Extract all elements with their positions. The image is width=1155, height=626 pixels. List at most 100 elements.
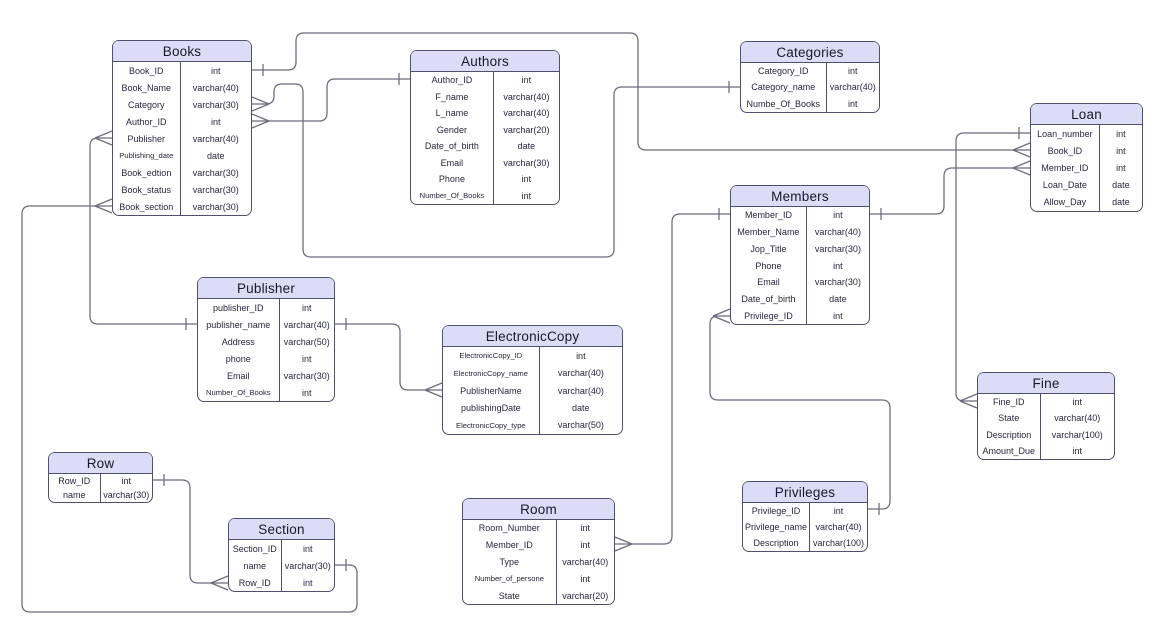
field-name: name — [229, 557, 282, 574]
connector-Books.Category-Categories.Category_name[interactable] — [251, 81, 740, 258]
field-name: Member_ID — [731, 207, 807, 224]
field-type: varchar(30) — [503, 157, 550, 168]
field-row: L_name varchar(40) — [411, 105, 559, 122]
field-name: L_name — [411, 105, 494, 122]
field-name: Author_ID — [113, 113, 181, 130]
field-name: Email — [731, 273, 807, 291]
field-name: Member_ID — [1031, 159, 1100, 177]
crow-foot-many-icon — [959, 393, 978, 409]
crow-foot-many-icon — [614, 536, 633, 552]
table-title-loan: Loan — [1031, 104, 1142, 125]
connector-Books.Book_ID-Loan.Book_ID[interactable] — [252, 32, 1031, 158]
field-name: Book_ID — [1031, 142, 1100, 160]
field-type: int — [1116, 128, 1126, 139]
connector-Books.Author_ID-Authors.Author_ID[interactable] — [251, 73, 410, 129]
field-type: varchar(30) — [192, 201, 239, 212]
connector-Publisher.publisher_name-ElectronicCopy.PublisherName[interactable] — [335, 318, 443, 398]
connector-line[interactable] — [335, 323, 442, 391]
field-name: Phone — [411, 171, 494, 188]
connector-Row.Row_ID-Section.Row_ID[interactable] — [153, 474, 229, 591]
field-type: int — [833, 310, 843, 321]
field-type: int — [580, 523, 591, 534]
field-type: date — [829, 293, 847, 304]
field-type: varchar(30) — [814, 243, 861, 254]
connector-line[interactable] — [870, 167, 1030, 215]
table-title-books: Books — [113, 41, 251, 62]
field-name: Address — [198, 333, 280, 350]
connector-Members.Member_ID-Loan.Member_ID[interactable] — [870, 160, 1031, 220]
connector-line[interactable] — [153, 479, 228, 584]
field-type: int — [1072, 397, 1083, 408]
field-type: varchar(40) — [557, 385, 604, 396]
connector-line[interactable] — [955, 132, 1030, 402]
field-type: varchar(40) — [283, 319, 330, 330]
table-title-electroniccopy: ElectronicCopy — [443, 326, 622, 347]
field-type: varchar(100) — [1051, 429, 1103, 440]
connector-line[interactable] — [615, 213, 730, 545]
connector-line[interactable] — [252, 83, 740, 258]
field-name: Allow_Day — [1031, 193, 1100, 212]
field-type: varchar(30) — [283, 370, 330, 381]
connector-Privileges.Privilege_ID-Members.Privilege_ID[interactable] — [709, 308, 891, 515]
connector-line[interactable] — [252, 78, 410, 122]
connector-line[interactable] — [252, 32, 1030, 151]
connector-line[interactable] — [89, 137, 197, 325]
field-name: publisher_ID — [198, 299, 280, 316]
field-type: varchar(20) — [562, 590, 609, 601]
field-type: varchar(40) — [503, 108, 550, 119]
connector-Loan.Loan_number-Fine.Fine_ID[interactable] — [955, 127, 1030, 409]
field-type: int — [833, 260, 843, 271]
field-name: Number_of_persone — [463, 570, 557, 588]
connector-Publisher.publisher_name-Books.Publisher[interactable] — [89, 130, 197, 330]
connector-Section.name-Books.Book_section[interactable] — [21, 198, 358, 613]
field-type: int — [580, 540, 591, 551]
field-type: int — [521, 190, 532, 201]
crow-foot-many-icon — [424, 382, 443, 398]
field-type: int — [302, 543, 313, 554]
field-name: PublisherName — [443, 381, 540, 400]
field-name: Number_Of_Books — [411, 187, 494, 204]
connector-line[interactable] — [709, 315, 891, 510]
crow-foot-many-icon — [94, 198, 113, 214]
connector-line[interactable] — [21, 205, 358, 613]
field-type: varchar(50) — [557, 420, 604, 431]
field-type: varchar(100) — [812, 538, 864, 548]
connector-Members.Member_ID-Room.Member_ID[interactable] — [614, 208, 730, 552]
